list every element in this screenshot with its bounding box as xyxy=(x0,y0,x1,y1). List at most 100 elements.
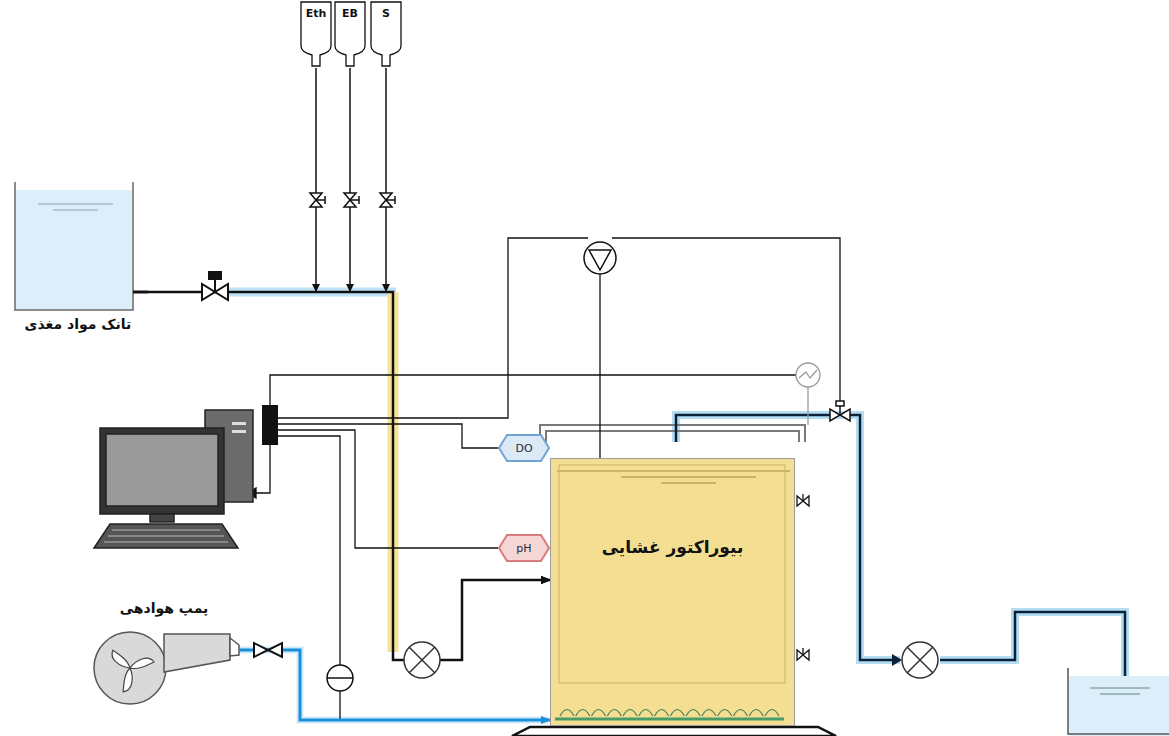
fan-blade xyxy=(110,647,131,673)
fan-blade xyxy=(130,658,154,668)
flow-meter xyxy=(327,677,353,679)
node-label: تانک مواد مغذی xyxy=(8,316,148,332)
computer xyxy=(232,430,246,433)
diffuser-bubble xyxy=(607,710,621,717)
node-label: EB xyxy=(334,7,366,20)
tank-wall xyxy=(15,182,133,310)
needle-valve xyxy=(344,200,356,207)
blower-outlet xyxy=(164,634,230,672)
pipe-connector xyxy=(240,650,550,720)
node-label: پمپ هوادهی xyxy=(88,600,240,616)
node-label: Eth xyxy=(300,7,332,20)
sampling-valve xyxy=(797,494,809,660)
computer xyxy=(94,410,253,548)
effluent-tank xyxy=(1068,668,1169,734)
effluent-valve xyxy=(840,409,850,421)
reactor-lid xyxy=(540,425,805,442)
sensor-outline xyxy=(499,435,549,461)
feed-pump xyxy=(404,642,440,678)
feed-pump xyxy=(409,647,435,673)
diffuser-bubble xyxy=(639,710,653,717)
diffuser-bubble xyxy=(733,710,747,717)
liquid-level xyxy=(557,471,790,483)
solenoid-valve xyxy=(214,279,216,292)
solenoid-valve xyxy=(202,272,228,300)
diffuser-bubble xyxy=(623,710,637,717)
aeration-pump: پمپ هوادهی xyxy=(88,600,240,715)
tank-water xyxy=(16,190,132,309)
reactor-lid xyxy=(540,425,805,442)
vacuum-pump-symbol xyxy=(589,250,611,270)
tank-outlet xyxy=(133,291,148,294)
effluent-valve xyxy=(830,401,850,421)
effluent-pipe xyxy=(850,415,900,660)
diffuser-bubble xyxy=(702,710,716,717)
needle-valve xyxy=(350,196,359,204)
diffuser-bubble xyxy=(670,710,684,717)
needle-valve xyxy=(310,193,395,207)
diffuser-bubble xyxy=(765,710,779,717)
node-label: S xyxy=(370,7,402,20)
air-valve xyxy=(254,643,282,657)
fan-blade xyxy=(118,668,139,694)
computer xyxy=(94,524,238,548)
reactor-stand xyxy=(512,727,836,736)
effluent-pump xyxy=(902,642,938,678)
node-label: بیوراکتور غشایی xyxy=(551,537,794,557)
vacuum-pump-symbol xyxy=(584,242,616,274)
needle-valve xyxy=(316,196,325,204)
pressure-gauge xyxy=(799,370,817,378)
bottle-outline xyxy=(301,2,331,66)
vacuum-pump-symbol xyxy=(584,242,616,274)
pressure-gauge xyxy=(796,363,820,387)
flow-meter xyxy=(327,665,353,691)
reagent-bottle: EB xyxy=(334,0,366,68)
signal-wires xyxy=(254,445,270,493)
signal-wires xyxy=(278,436,340,665)
effluent-valve xyxy=(836,401,844,406)
do-sensor: DO xyxy=(498,434,550,462)
effluent-pipe xyxy=(676,415,830,442)
pipe-halo xyxy=(940,612,1125,686)
effluent-pump xyxy=(907,647,933,673)
flow-meter xyxy=(327,665,353,691)
pipe-connector xyxy=(350,68,550,660)
reactor-stand xyxy=(512,727,836,736)
membrane-module xyxy=(559,465,785,683)
effluent-pump xyxy=(902,642,938,678)
air-valve xyxy=(268,643,282,657)
diffuser-bubble xyxy=(718,710,732,717)
diffuser-bubble xyxy=(655,710,669,717)
reagent-bottle: Eth xyxy=(300,0,332,68)
computer xyxy=(104,530,228,542)
aeration-pump-outline xyxy=(88,600,240,715)
computer xyxy=(100,428,224,514)
diffuser-bubble xyxy=(576,710,590,717)
effluent-tank xyxy=(1068,668,1169,736)
signal-wires xyxy=(339,691,340,719)
blower-housing xyxy=(94,632,166,704)
water-surface xyxy=(38,204,113,210)
sampling-valve xyxy=(803,650,809,660)
pipe-connector xyxy=(316,68,550,660)
junction-box xyxy=(262,405,278,445)
nutrient-tank: تانک مواد مغذی xyxy=(8,182,148,342)
node-label: DO xyxy=(498,442,550,455)
solenoid-valve xyxy=(202,284,215,300)
feed-pump xyxy=(404,642,440,678)
sampling-valve xyxy=(802,648,803,655)
effluent-pipe xyxy=(940,612,1125,684)
effluent-tank xyxy=(1090,687,1150,689)
effluent-tank xyxy=(1100,693,1140,695)
signal-wires xyxy=(270,375,796,405)
computer xyxy=(150,514,174,522)
computer xyxy=(232,422,246,425)
diffuser-bubble xyxy=(686,710,700,717)
effluent-pipe xyxy=(892,654,902,666)
reactor-lid xyxy=(546,431,799,442)
bioreactor-tank-outline xyxy=(551,459,796,727)
solenoid-valve xyxy=(209,272,221,279)
needle-valve xyxy=(386,196,395,204)
pressure-gauge xyxy=(796,363,820,387)
